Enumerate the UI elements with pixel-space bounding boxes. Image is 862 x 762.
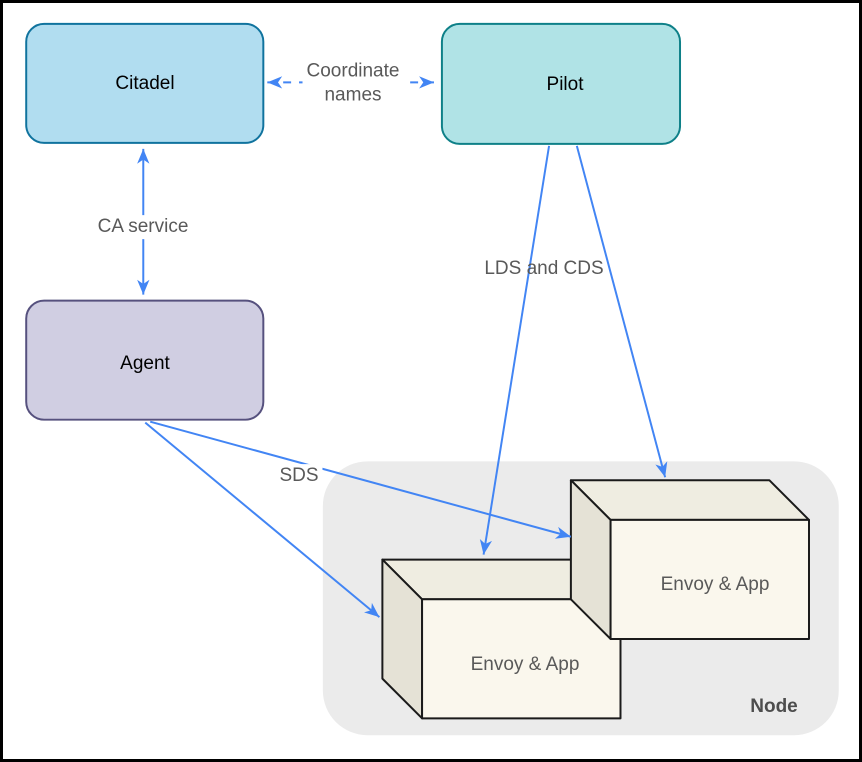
envoy-right-cube-label: Envoy & App — [660, 574, 770, 596]
envoy-left-cube-label: Envoy & App — [470, 654, 580, 676]
edge-sds-right — [149, 420, 572, 539]
edge-lds-cds-right — [575, 145, 668, 478]
edge-label-lds-cds: LDS and CDS — [484, 258, 604, 280]
edge-lds-cds-left — [479, 145, 551, 555]
edge-label-coordinate-names: Coordinate names — [302, 59, 404, 107]
envoy-right-cube — [569, 479, 810, 640]
envoy-left-cube — [381, 558, 622, 720]
edge-label-coordinate-line2: names — [324, 84, 382, 105]
diagram-edges — [137, 76, 668, 618]
agent-node-label: Agent — [120, 353, 170, 375]
citadel-node-label: Citadel — [115, 73, 175, 95]
edge-sds-left — [144, 421, 381, 618]
edge-label-coordinate-line1: Coordinate — [306, 60, 400, 82]
citadel-node — [25, 22, 265, 144]
diagram-shapes — [25, 22, 839, 736]
node-group-label: Node — [750, 696, 798, 718]
edge-label-sds: SDS — [275, 464, 323, 488]
edge-label-ca-service: CA service — [93, 215, 193, 239]
pilot-node — [440, 22, 682, 145]
agent-node — [25, 299, 265, 421]
pilot-node-label: Pilot — [546, 74, 584, 96]
